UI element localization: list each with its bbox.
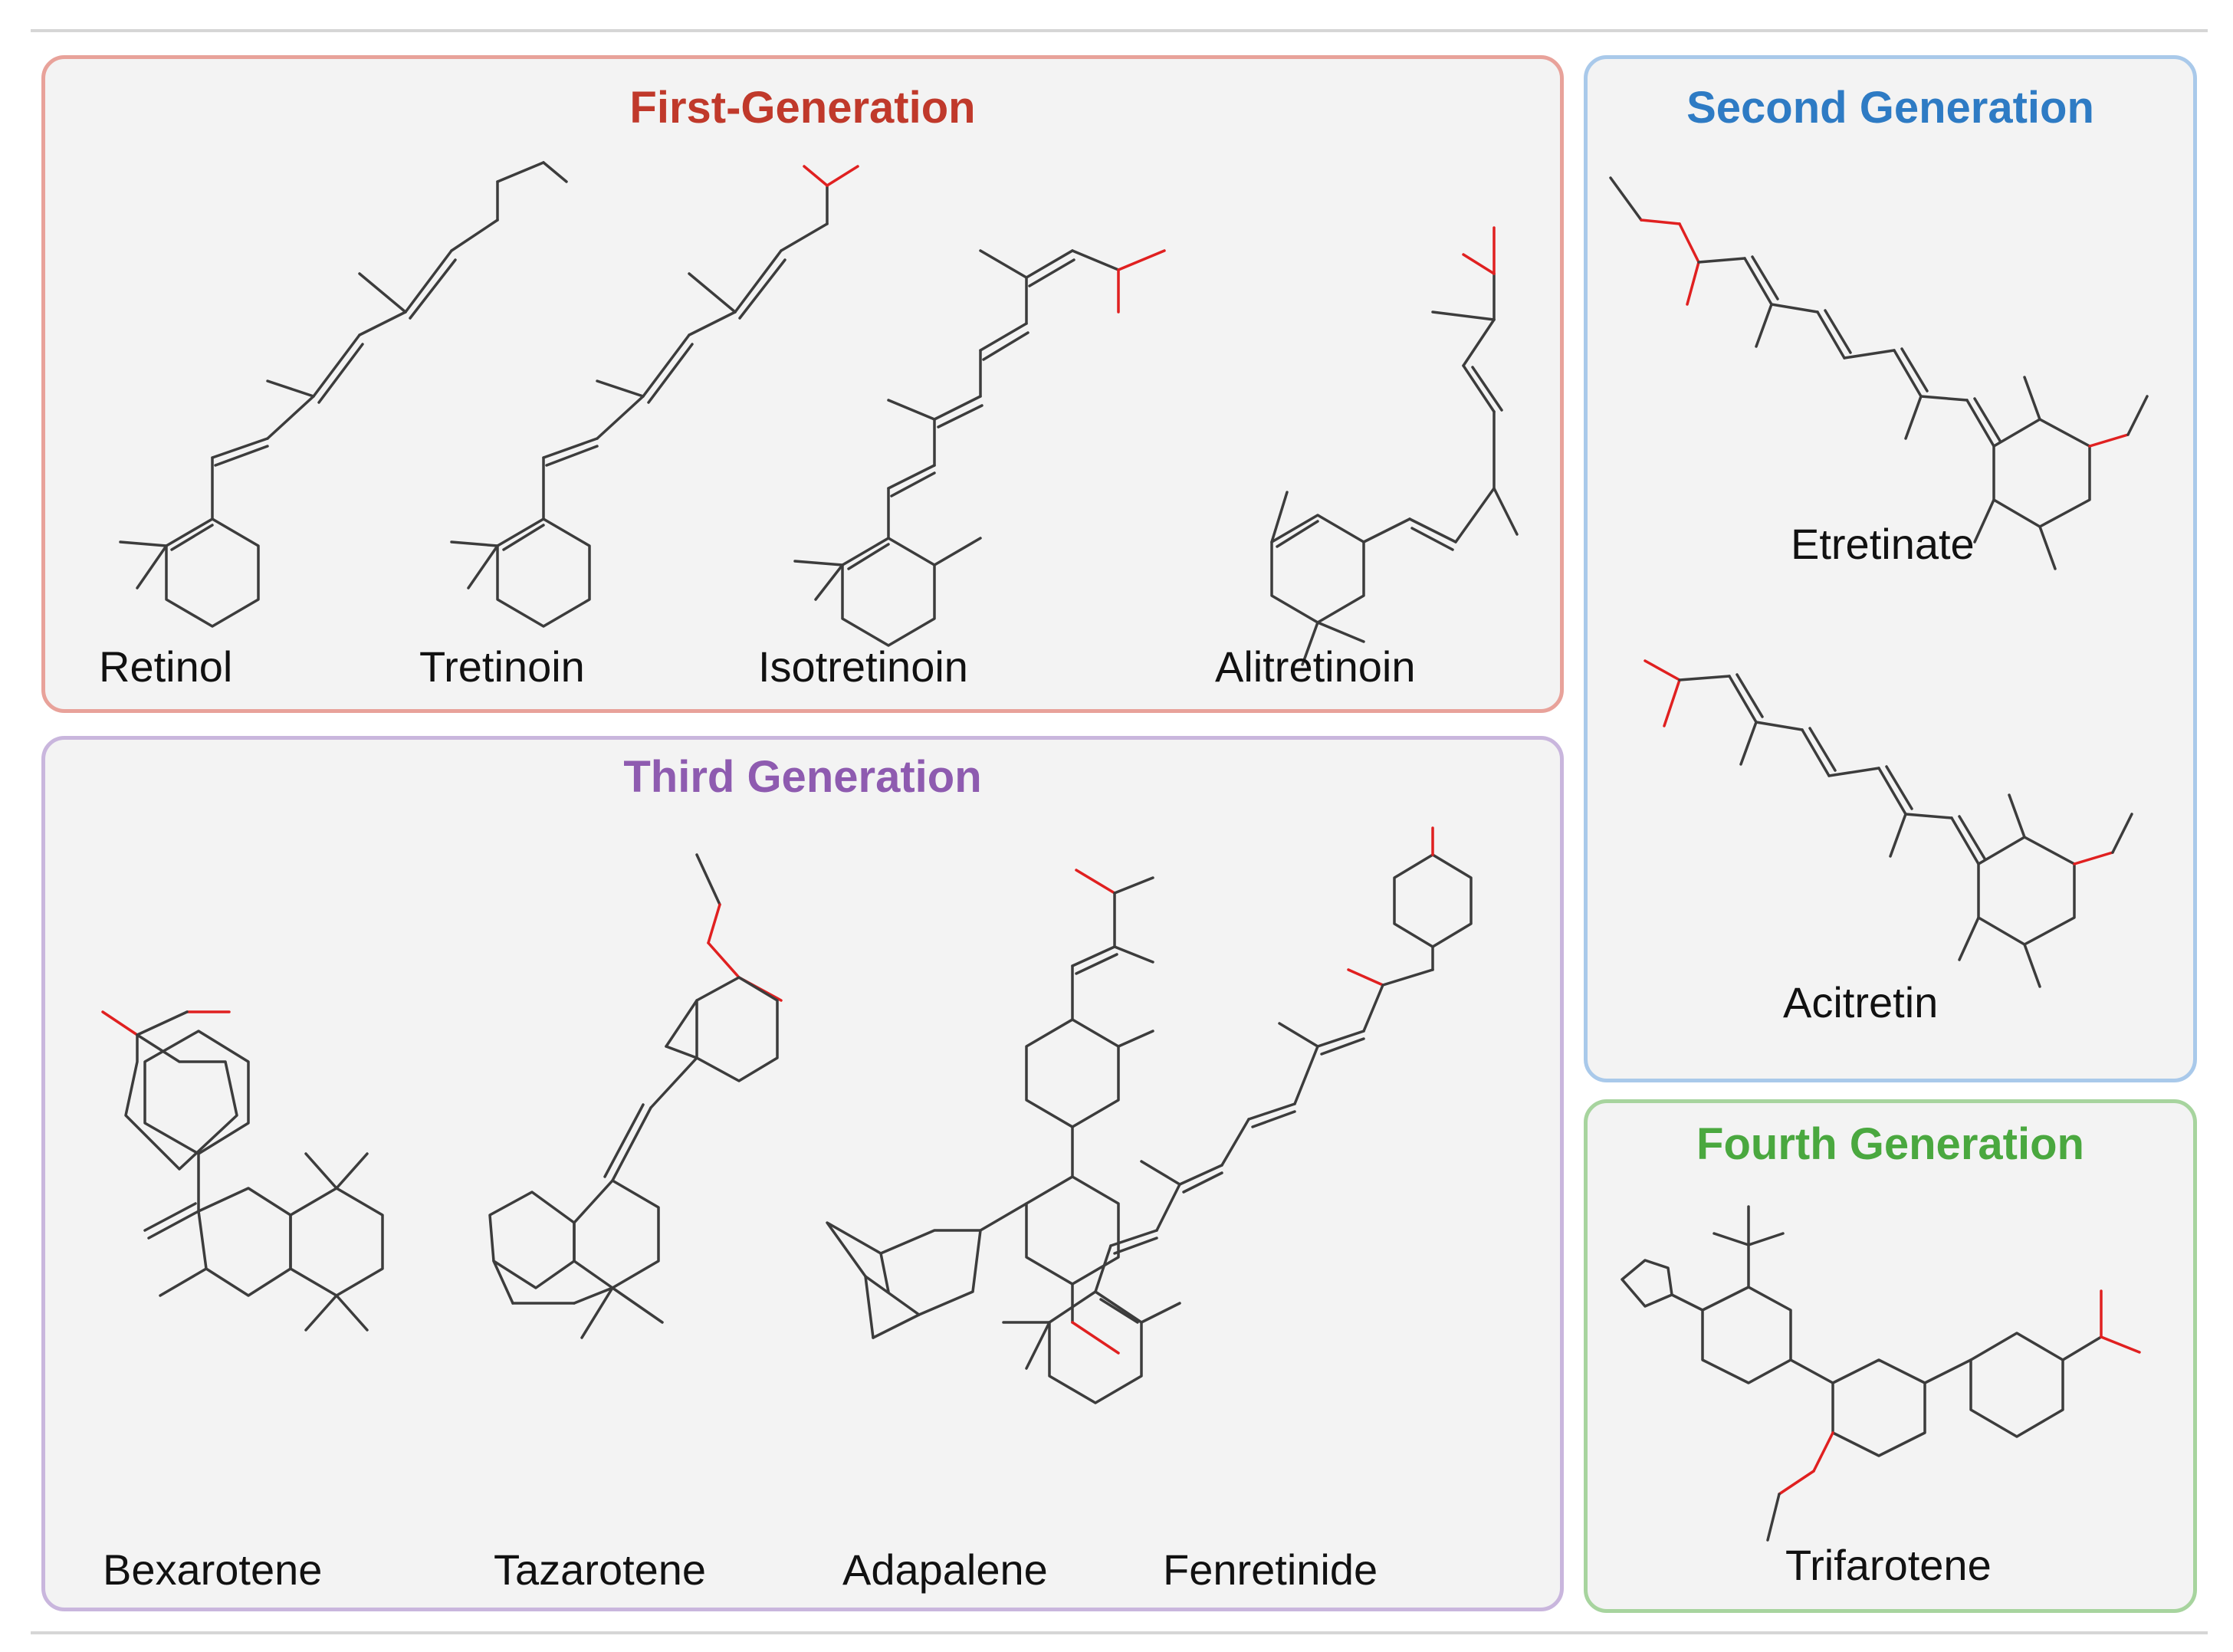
compound-label-isotretinoin: Isotretinoin [758, 642, 968, 691]
compound-label-adapalene: Adapalene [842, 1545, 1048, 1594]
second-generation-title: Second Generation [1686, 83, 2094, 133]
compound-label-retinol: Retinol [99, 642, 233, 691]
first-generation-title: First-Generation [629, 83, 976, 133]
compound-label-bexarotene: Bexarotene [103, 1545, 323, 1594]
compound-label-alitretinoin: Alitretinoin [1215, 642, 1416, 691]
acitretin-structure [1644, 659, 2133, 988]
compound-label-etretinate: Etretinate [1791, 520, 1975, 568]
third-generation-panel: Third Generation [41, 736, 1564, 1611]
compound-label-fenretinide: Fenretinide [1163, 1545, 1378, 1594]
bottom-divider [31, 1631, 2208, 1634]
compound-label-tazarotene: Tazarotene [494, 1545, 707, 1594]
trifarotene-structure [1621, 1205, 2141, 1542]
compound-label-tretinoin: Tretinoin [419, 642, 585, 691]
fourth-generation-panel: Fourth Generation Trifarotene [1584, 1099, 2197, 1613]
third-generation-title: Third Generation [623, 752, 982, 802]
fourth-generation-title: Fourth Generation [1696, 1119, 2084, 1169]
etretinate-structure [1609, 176, 2149, 570]
first-generation-panel: First-Generation [41, 55, 1564, 713]
second-generation-panel: Second Generation Etretinate Acitretin [1584, 55, 2197, 1082]
top-divider [31, 29, 2208, 32]
compound-label-trifarotene: Trifarotene [1785, 1541, 1992, 1589]
compound-label-acitretin: Acitretin [1783, 978, 1939, 1026]
retinol-structure [119, 161, 1519, 666]
third-generation-structures [101, 826, 1473, 1404]
